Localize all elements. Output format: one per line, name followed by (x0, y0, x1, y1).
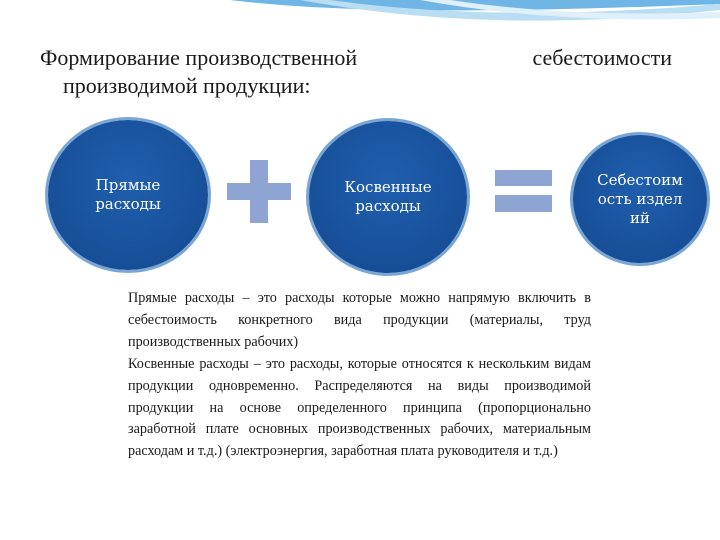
indirect-costs-label: Косвенные расходы (344, 178, 432, 215)
direct-costs-node: Прямые расходы (48, 120, 208, 270)
product-cost-label: Себестоимость изделий (597, 170, 683, 227)
direct-costs-label: Прямые расходы (95, 176, 161, 213)
product-cost-node: Себестоимость изделий (573, 135, 707, 263)
title-line1-part2: себестоимости (532, 45, 673, 70)
direct-costs-definition: Прямые расходы – это расходы которые мож… (128, 290, 591, 350)
title-line2: производимой продукции: (63, 73, 311, 98)
slide-title: Формирование производственной себестоимо… (40, 44, 700, 100)
description-text: Прямые расходы – это расходы которые мож… (128, 288, 591, 463)
header-swoosh-decoration (230, 0, 720, 21)
title-line1-part1: Формирование производственной (40, 45, 358, 70)
indirect-costs-definition: Косвенные расходы – это расходы, которые… (128, 355, 591, 460)
indirect-costs-node: Косвенные расходы (309, 121, 467, 273)
